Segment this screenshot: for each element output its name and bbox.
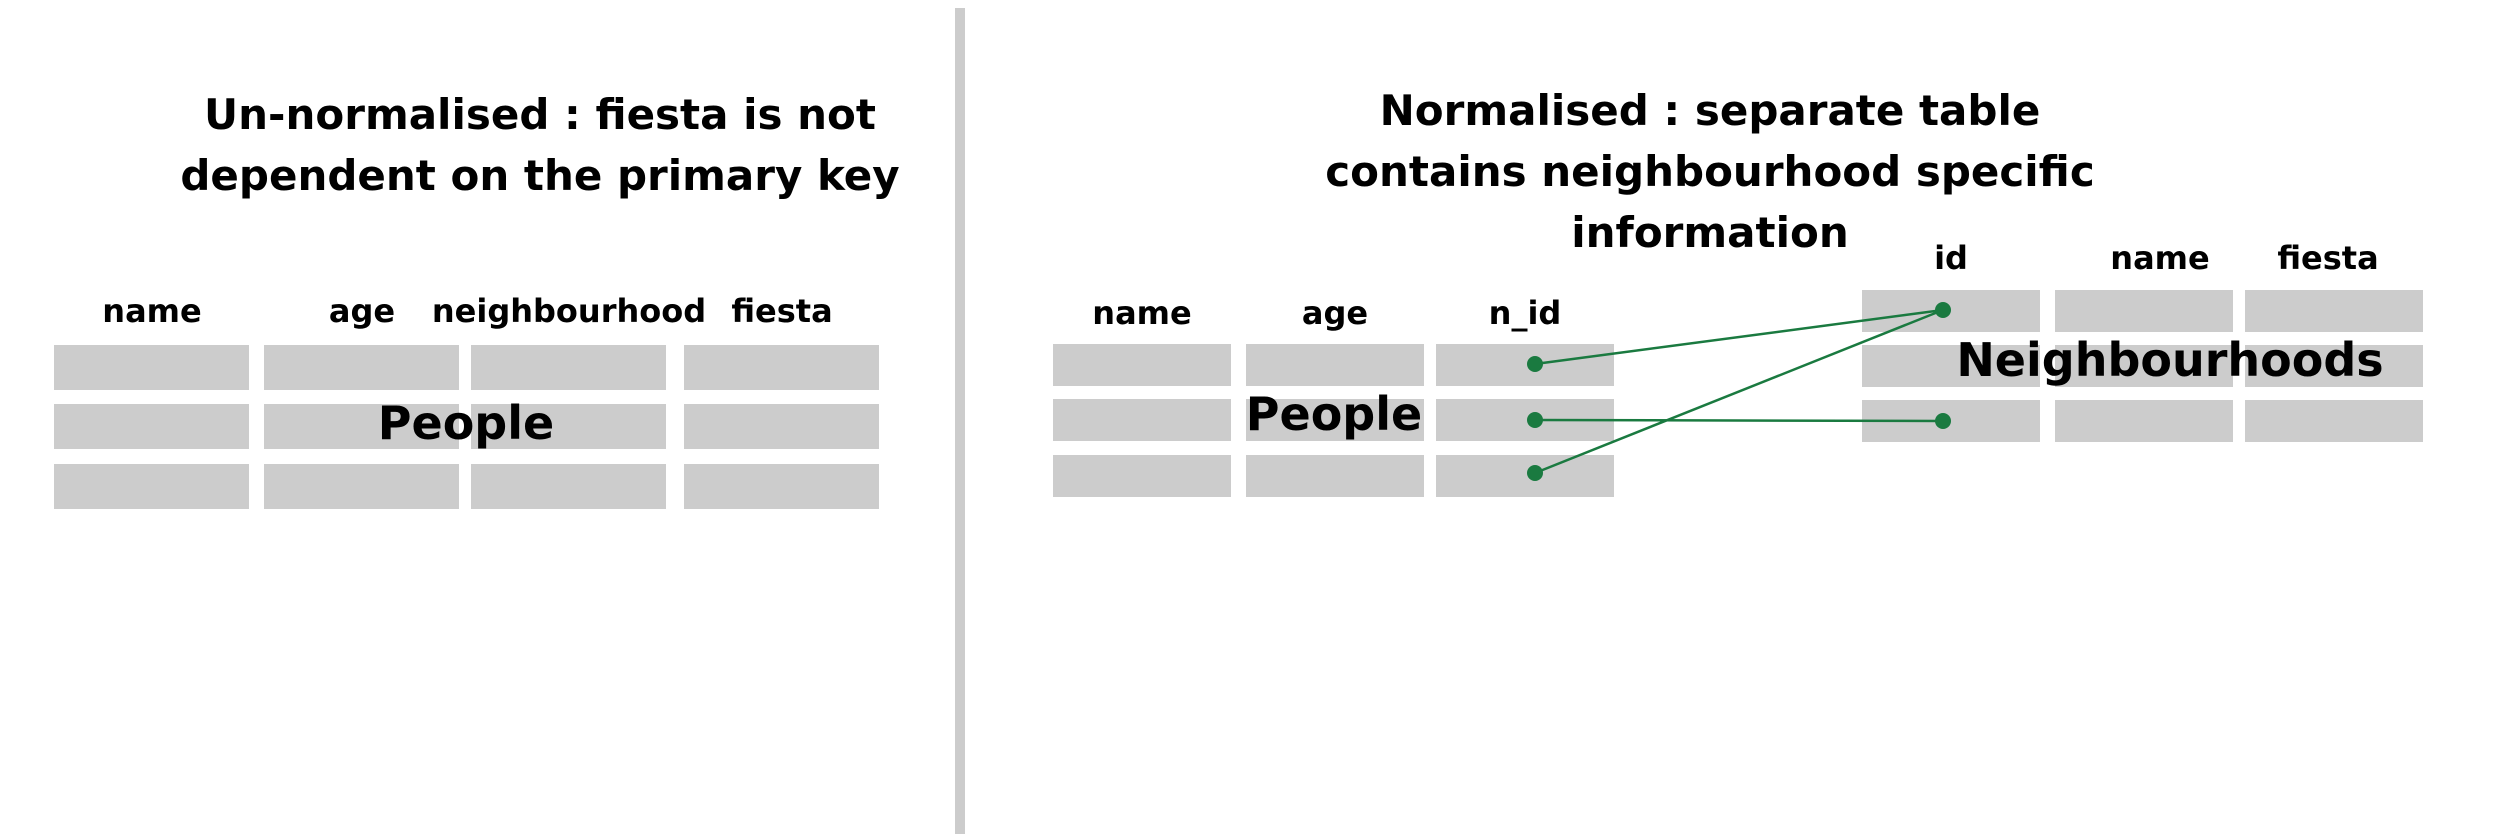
table-cell: [471, 464, 666, 509]
table-cell: [1053, 455, 1231, 497]
pk-dot: [1935, 302, 1951, 318]
left-col-header-fiesta: fiesta: [731, 292, 833, 330]
table-cell: [2245, 290, 2423, 332]
table-cell: [264, 404, 459, 449]
table-cell: [1246, 344, 1424, 386]
right-title-line1: Normalised : separate table: [1379, 86, 2041, 135]
neighbourhoods-table-label: Neighbourhoods: [1956, 333, 2384, 387]
table-cell: [2245, 400, 2423, 442]
table-cell: [1053, 344, 1231, 386]
left-col-header-age: age: [328, 292, 396, 330]
table-cell: [54, 404, 249, 449]
table-cell: [1053, 399, 1231, 441]
right-people-col-header-name: name: [1092, 294, 1192, 332]
fk-dot: [1527, 412, 1543, 428]
table-cell: [471, 404, 666, 449]
table-cell: [1246, 455, 1424, 497]
fk-dot: [1527, 356, 1543, 372]
table-cell: [2245, 345, 2423, 387]
table-cell: [2055, 345, 2233, 387]
fk-dot: [1527, 465, 1543, 481]
right-people-table-label: People: [1245, 387, 1423, 441]
table-cell: [684, 345, 879, 390]
neighbourhoods-col-header-fiesta: fiesta: [2277, 239, 2379, 277]
link-row1-to-id1: [1534, 308, 1944, 366]
table-cell: [1436, 344, 1614, 386]
table-cell: [1436, 455, 1614, 497]
table-cell: [684, 464, 879, 509]
left-people-table-label: People: [377, 396, 555, 450]
panel-divider: [955, 8, 965, 834]
right-people-col-header-n-id: n_id: [1488, 294, 1562, 332]
left-title-line1: Un-normalised : fiesta is not: [204, 90, 876, 139]
left-col-header-neighbourhood: neighbourhood: [431, 292, 707, 330]
link-row3-to-id1: [1534, 308, 1944, 475]
table-cell: [2055, 290, 2233, 332]
neighbourhoods-col-header-id: id: [1934, 239, 1968, 277]
table-cell: [471, 345, 666, 390]
right-title: Normalised : separate table contains nei…: [1300, 80, 2120, 263]
right-people-col-header-age: age: [1301, 294, 1369, 332]
table-cell: [264, 464, 459, 509]
link-row2-to-id3: [1534, 418, 1944, 423]
right-title-line2: contains neighbourhood specific: [1325, 147, 2095, 196]
table-cell: [1862, 345, 2040, 387]
table-cell: [264, 345, 459, 390]
left-col-header-name: name: [102, 292, 202, 330]
table-cell: [54, 464, 249, 509]
right-title-line3: information: [1571, 208, 1849, 257]
table-cell: [684, 404, 879, 449]
table-cell: [54, 345, 249, 390]
left-title: Un-normalised : fiesta is not dependent …: [130, 84, 950, 206]
pk-dot: [1935, 413, 1951, 429]
neighbourhoods-col-header-name: name: [2110, 239, 2210, 277]
table-cell: [2055, 400, 2233, 442]
table-cell: [1862, 290, 2040, 332]
table-cell: [1246, 399, 1424, 441]
left-title-line2: dependent on the primary key: [180, 151, 900, 200]
